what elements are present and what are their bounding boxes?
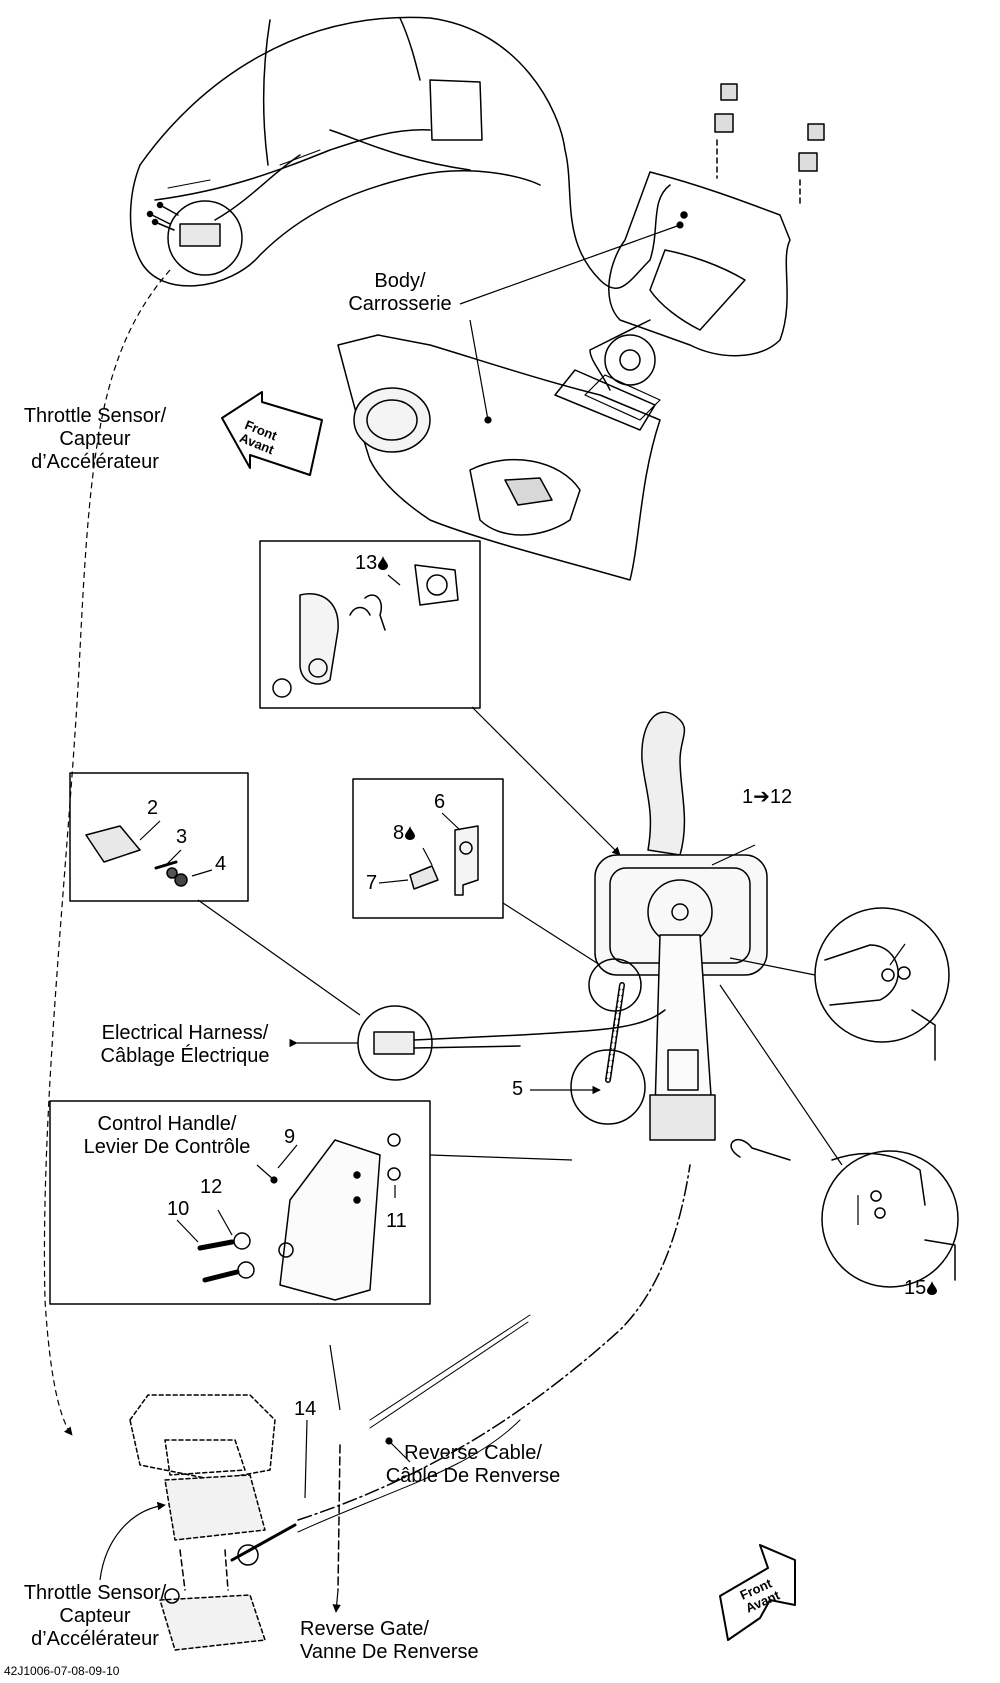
detail-magnifiers	[357, 907, 959, 1288]
front-console-body	[337, 334, 661, 581]
label-body-fr: Carrosserie	[348, 293, 452, 315]
label-throttle-sensor-bottom-fr2: d’Accélérateur	[31, 1628, 159, 1650]
callout-1-12: 1➔12	[742, 786, 793, 808]
callout-8-text: 8	[393, 822, 405, 844]
label-reverse-gate-fr: Vanne De Renverse	[300, 1641, 479, 1663]
callout-2: 2	[147, 797, 159, 819]
label-control-handle-fr: Levier De Contrôle	[83, 1136, 251, 1158]
label-electrical-harness-en: Electrical Harness/	[101, 1022, 269, 1044]
reverse-cable	[297, 1164, 691, 1591]
steering-console-body	[554, 171, 791, 431]
label-throttle-sensor-top-en: Throttle Sensor/	[23, 405, 167, 427]
label-reverse-cable: Reverse Cable/ Câble De Renverse	[378, 1442, 568, 1488]
drop-icon	[927, 1281, 938, 1295]
steering-control-assembly	[588, 711, 768, 1141]
label-throttle-sensor-top: Throttle Sensor/ Capteur d’Accélérateur	[5, 405, 185, 474]
label-throttle-sensor-bottom-en: Throttle Sensor/	[23, 1582, 167, 1604]
box-items-9-12	[49, 1100, 431, 1305]
front-arrow-icon	[221, 391, 323, 476]
label-throttle-sensor-top-fr2: d’Accélérateur	[31, 451, 159, 473]
label-throttle-sensor-bottom-fr1: Capteur	[59, 1605, 131, 1627]
callout-9: 9	[284, 1126, 296, 1148]
callout-14: 14	[294, 1398, 317, 1420]
clips	[714, 83, 825, 206]
drop-icon	[378, 556, 389, 570]
callout-8: 8	[393, 822, 416, 844]
cotter-pin	[730, 1138, 791, 1161]
label-body-en: Body/	[374, 270, 426, 292]
box-items-6-7-8	[352, 778, 504, 919]
label-reverse-cable-en: Reverse Cable/	[404, 1442, 542, 1464]
callout-3: 3	[176, 826, 188, 848]
callout-7: 7	[366, 872, 378, 894]
throttle-sensor-top-magnifier	[146, 149, 321, 276]
label-electrical-harness: Electrical Harness/ Câblage Électrique	[75, 1022, 295, 1068]
callout-13-text: 13	[355, 552, 378, 574]
upper-body-shell	[129, 16, 671, 289]
callout-5: 5	[512, 1078, 524, 1100]
label-electrical-harness-fr: Câblage Électrique	[100, 1045, 270, 1067]
label-throttle-sensor-bottom: Throttle Sensor/ Capteur d’Accélérateur	[5, 1582, 185, 1651]
callout-11: 11	[386, 1210, 407, 1232]
callout-15-text: 15	[904, 1277, 927, 1299]
front-arrow-icon-bottom	[719, 1544, 796, 1641]
label-reverse-gate-en: Reverse Gate/	[300, 1618, 429, 1640]
drawing-code: 42J1006-07-08-09-10	[4, 1664, 120, 1678]
box-items-2-3-4	[69, 772, 249, 902]
callout-10: 10	[167, 1198, 190, 1220]
callout-12: 12	[200, 1176, 223, 1198]
label-throttle-sensor-top-fr1: Capteur	[59, 428, 131, 450]
lower-throttle-assembly	[129, 1394, 297, 1651]
label-reverse-cable-fr: Câble De Renverse	[385, 1465, 561, 1487]
leader-lines	[43, 221, 906, 1613]
drop-icon	[405, 826, 416, 840]
callout-13: 13	[355, 552, 389, 574]
box-item-13	[259, 540, 481, 709]
label-body: Body/ Carrosserie	[330, 270, 470, 316]
label-control-handle-en: Control Handle/	[97, 1113, 237, 1135]
callout-15: 15	[904, 1277, 938, 1299]
label-control-handle: Control Handle/ Levier De Contrôle	[72, 1113, 262, 1159]
callout-6: 6	[434, 791, 446, 813]
callout-4: 4	[215, 853, 227, 875]
label-reverse-gate: Reverse Gate/ Vanne De Renverse	[300, 1618, 479, 1664]
